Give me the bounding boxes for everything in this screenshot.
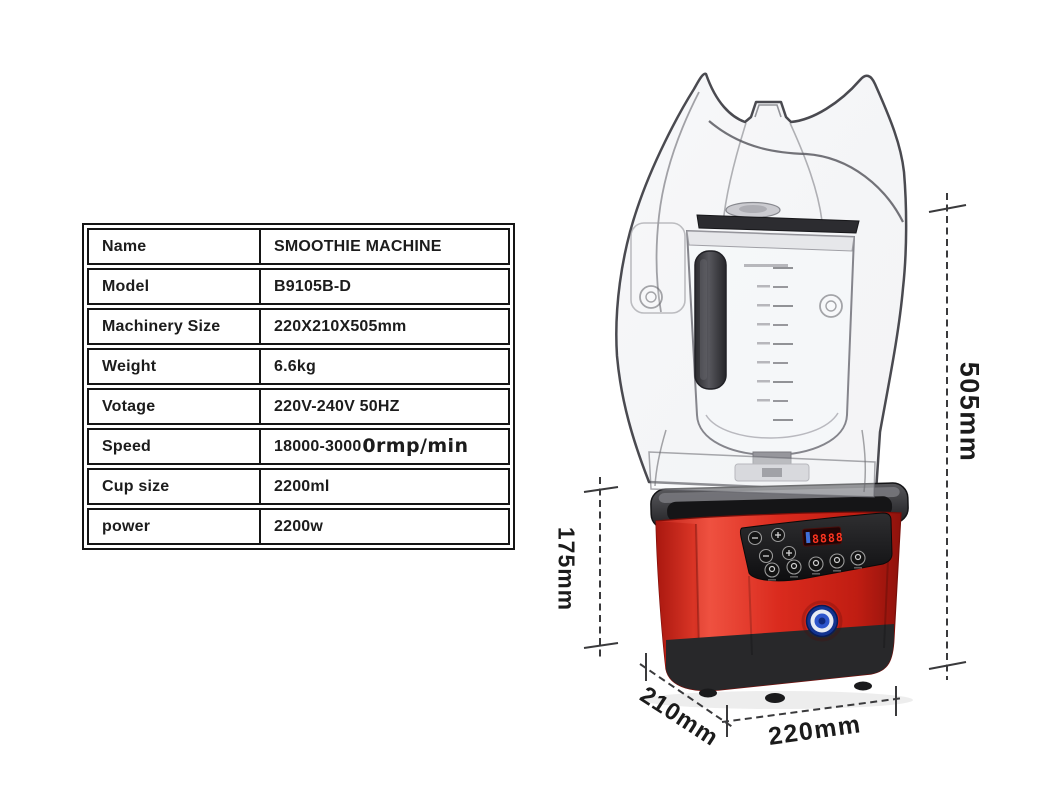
spec-row-voltage: Votage 220V-240V 50HZ	[87, 388, 510, 425]
dimension-label-total-height: 505mm	[954, 361, 985, 463]
cover-left-edge-line	[655, 91, 700, 313]
display-blue-cursor	[805, 531, 811, 544]
jar-lid	[696, 214, 860, 234]
program-button-icons	[768, 553, 862, 573]
spec-row-machinery-size: Machinery Size 220X210X505mm	[87, 308, 510, 345]
spec-label: Name	[102, 237, 147, 255]
cover-hinge-bosses	[639, 285, 843, 318]
jar-handle-highlight	[700, 259, 707, 380]
blender-jar	[685, 201, 860, 482]
spec-value: 6.6kg	[259, 350, 508, 383]
power-button	[801, 600, 843, 642]
cover-skirt	[648, 429, 876, 498]
spec-label: Machinery Size	[102, 317, 221, 335]
led-display: 8888	[802, 526, 845, 547]
base-bottom-band	[666, 624, 894, 691]
spec-label: Votage	[102, 397, 156, 415]
program-buttons	[764, 550, 866, 578]
speed-value: 18000-3000	[274, 437, 362, 455]
spec-table: Name SMOOTHIE MACHINE Model B9105B-D Mac…	[82, 223, 515, 550]
jar-scale-numbers	[744, 264, 788, 402]
cover-side-panel-line	[630, 222, 686, 314]
dimension-line-505mm	[928, 193, 967, 680]
jar-lid-cap-inner	[739, 205, 767, 213]
spec-value: 2200w	[259, 510, 508, 543]
spec-label: power	[102, 517, 151, 535]
spec-value: SMOOTHIE MACHINE	[259, 230, 508, 263]
speed-value-suffix: 0rmp/min	[362, 435, 469, 457]
base-foot	[699, 688, 717, 698]
spec-row-weight: Weight 6.6kg	[87, 348, 510, 385]
jar-scale	[773, 267, 793, 421]
base-foot	[854, 681, 872, 691]
control-panel: 8888	[739, 512, 893, 582]
base-foot	[765, 693, 785, 703]
spec-row-model: Model B9105B-D	[87, 268, 510, 305]
dimension-line-175mm	[583, 477, 619, 659]
dimension-lines	[583, 193, 967, 737]
cover-crease-left	[722, 122, 747, 225]
cover-lift-tab	[754, 104, 782, 118]
jar-bowl-line	[705, 412, 839, 439]
spec-value: 220V-240V 50HZ	[259, 390, 508, 423]
spec-label: Model	[102, 277, 150, 295]
spec-row-cup-size: Cup size 2200ml	[87, 468, 510, 505]
spec-value: 220X210X505mm	[259, 310, 508, 343]
spec-label: Weight	[102, 357, 157, 375]
minus-plus-icons	[752, 532, 792, 557]
spec-row-name: Name SMOOTHIE MACHINE	[87, 228, 510, 265]
spec-row-power: power 2200w	[87, 508, 510, 545]
cover-front-opening-edge	[708, 120, 904, 223]
base-door-lines	[748, 559, 889, 656]
jar-rim	[686, 230, 855, 252]
cover-crease-right	[789, 122, 823, 222]
program-button-labels	[768, 567, 862, 581]
dimension-line-220mm	[721, 686, 904, 723]
spec-label: Speed	[102, 437, 152, 455]
display-digits: 8888	[812, 530, 845, 546]
dimension-label-base-height: 175mm	[553, 526, 580, 612]
spec-value: B9105B-D	[259, 270, 508, 303]
spec-label: Cup size	[102, 477, 170, 495]
spec-value: 2200ml	[259, 470, 508, 503]
motor-base: 8888	[655, 511, 902, 703]
jar-handle	[694, 250, 727, 390]
jar-foot-socket	[762, 468, 782, 477]
